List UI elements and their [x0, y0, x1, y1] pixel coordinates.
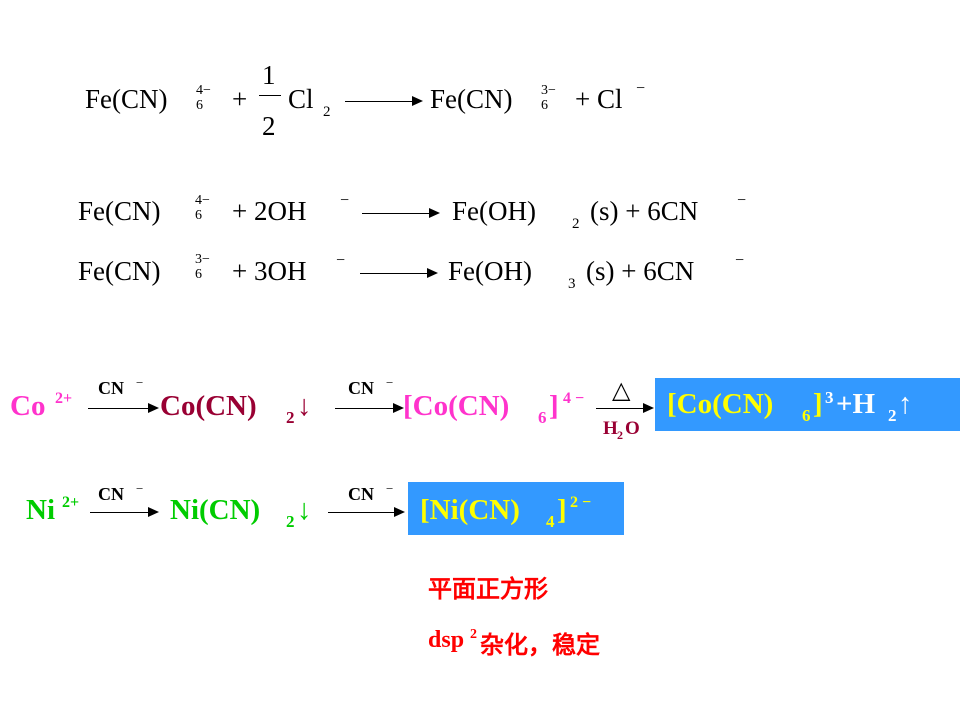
eq2-reactant: Fe(CN)	[78, 196, 161, 226]
eq1-chloride: + Cl	[575, 84, 623, 114]
eq1-chlorine-sub: 2	[323, 104, 331, 120]
cobalt-arrow-3-head	[643, 403, 654, 413]
cobalt-product-box	[655, 378, 960, 431]
heat-symbol: △	[612, 378, 631, 404]
nickel-ion: Ni	[26, 494, 55, 526]
nickel-precipitate: Ni(CN)	[170, 494, 261, 526]
nickel-reagent-1-charge: −	[136, 481, 144, 496]
eq1-chlorine: Cl	[288, 84, 314, 114]
cobalt-reagent-2: CN	[348, 378, 374, 398]
nickel-product-box	[408, 482, 624, 535]
nickel-ion-charge: 2+	[62, 494, 80, 511]
hybrid-note: 杂化，稳定	[480, 631, 600, 659]
cobalt-precipitate: Co(CN)	[160, 390, 257, 422]
eq1-plus: +	[232, 84, 248, 114]
eq1-reactant: Fe(CN)	[85, 84, 168, 114]
eq1-chloride-charge: −	[636, 80, 646, 97]
nickel-complex: [Ni(CN)	[420, 494, 520, 526]
hybrid-sup: 2	[470, 627, 477, 642]
eq2-hydroxide-charge: −	[340, 192, 350, 209]
nickel-precipitate-arrow: ↓	[297, 494, 312, 526]
nickel-reagent-2: CN	[348, 484, 374, 504]
water-h: H	[603, 418, 618, 439]
eq3-reactant: Fe(CN)	[78, 256, 161, 286]
nickel-reagent-2-charge: −	[386, 481, 394, 496]
eq2-cyanide-charge: −	[737, 192, 747, 209]
cobalt-precipitate-sub: 2	[286, 408, 295, 427]
cobalt-final-close: ]	[813, 388, 823, 420]
geometry-note: 平面正方形	[428, 575, 548, 603]
eq2-product: Fe(OH)	[452, 196, 536, 226]
cobalt-arrow-3	[596, 408, 644, 409]
nickel-precipitate-sub: 2	[286, 512, 295, 531]
nickel-reagent-1: CN	[98, 484, 124, 504]
nickel-complex-charge: 2 −	[570, 494, 592, 511]
eq1-product-charge-sub: 3− 6	[541, 83, 556, 113]
eq2-charge-sub: 4− 6	[195, 193, 210, 223]
eq3-hydroxide-charge: −	[336, 252, 346, 269]
nickel-arrow-2	[328, 512, 396, 513]
cobalt-arrow-1-head	[148, 403, 159, 413]
hydrogen-sub: 2	[888, 406, 897, 425]
cobalt-arrow-2	[335, 408, 395, 409]
cobalt-ion-charge: 2+	[55, 390, 73, 407]
eq1-arrow	[345, 101, 415, 102]
nickel-complex-sub: 4	[546, 512, 555, 531]
eq1-fraction-denominator: 2	[262, 111, 276, 141]
eq3-product: Fe(OH)	[448, 256, 532, 286]
eq3-charge-sub: 3− 6	[195, 252, 210, 282]
cobalt-reagent-1-charge: −	[136, 375, 144, 390]
eq2-arrow	[362, 213, 432, 214]
nickel-arrow-1-head	[148, 507, 159, 517]
eq3-arrow-head	[427, 268, 438, 278]
eq2-arrow-head	[429, 208, 440, 218]
water-sub: 2	[617, 428, 623, 442]
nickel-arrow-2-head	[394, 507, 405, 517]
eq1-fraction-numerator: 1	[262, 60, 276, 90]
eq1-arrow-head	[412, 96, 423, 106]
nickel-complex-close: ]	[557, 494, 567, 526]
eq3-rest: (s) + 6CN	[586, 256, 695, 286]
eq3-hydroxide: + 3OH	[232, 256, 307, 286]
cobalt-reagent-2-charge: −	[386, 375, 394, 390]
eq3-arrow	[360, 273, 430, 274]
cobalt-complex-close: ]	[549, 390, 559, 422]
eq1-product: Fe(CN)	[430, 84, 513, 114]
cobalt-reagent-1: CN	[98, 378, 124, 398]
eq3-cyanide-charge: −	[735, 252, 745, 269]
cobalt-arrow-2-head	[393, 403, 404, 413]
gas-arrow: ↑	[898, 388, 913, 420]
water-o: O	[625, 418, 640, 439]
eq1-reactant-charge-sub: 4− 6	[196, 83, 211, 113]
hydrogen-gas: +H	[836, 388, 876, 420]
eq2-hydroxide: + 2OH	[232, 196, 307, 226]
nickel-arrow-1	[90, 512, 150, 513]
cobalt-final-complex: [Co(CN)	[667, 388, 774, 420]
cobalt-complex-charge: 4 −	[563, 390, 585, 407]
eq1-fraction-bar	[259, 95, 281, 96]
cobalt-final-charge: 3	[825, 388, 834, 407]
cobalt-final-sub: 6	[802, 406, 811, 425]
eq3-product-sub: 3	[568, 276, 576, 292]
cobalt-ion: Co	[10, 390, 46, 422]
eq2-product-sub: 2	[572, 216, 580, 232]
cobalt-arrow-1	[88, 408, 150, 409]
cobalt-precipitate-arrow: ↓	[297, 390, 312, 422]
hybrid-prefix: dsp	[428, 627, 465, 653]
cobalt-complex-sub: 6	[538, 408, 547, 427]
eq2-rest: (s) + 6CN	[590, 196, 699, 226]
cobalt-complex: [Co(CN)	[403, 390, 510, 422]
